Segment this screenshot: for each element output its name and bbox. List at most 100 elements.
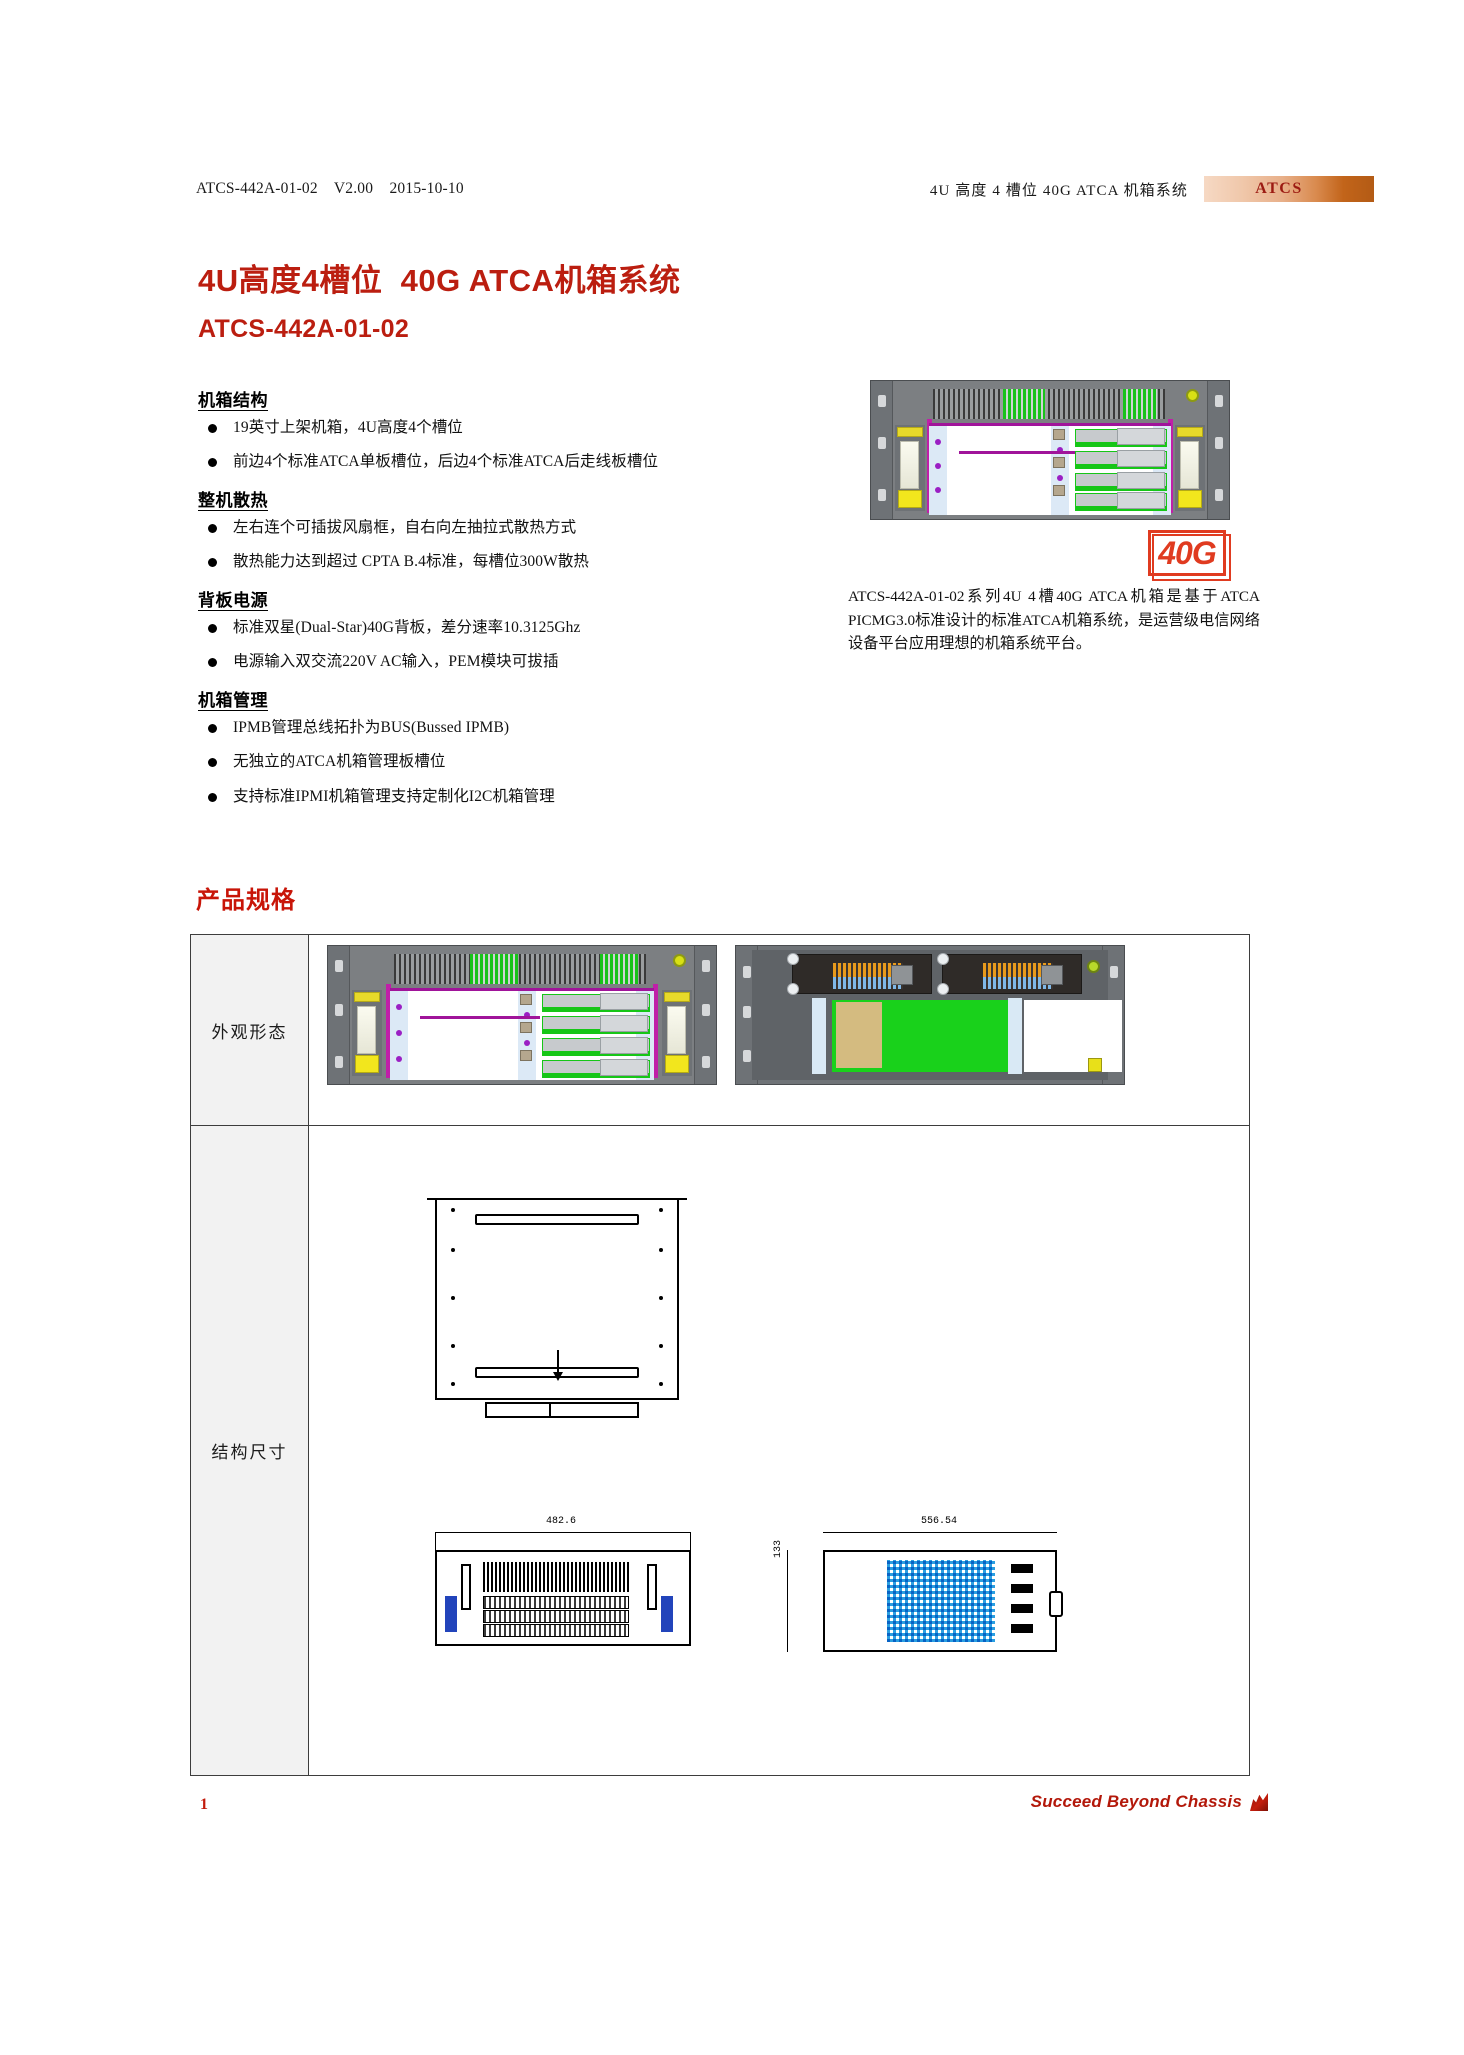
connector-icon <box>1053 485 1065 496</box>
feature-text: 无独立的ATCA机箱管理板槽位 <box>233 753 446 771</box>
brand-tagline: Succeed Beyond Chassis <box>1030 1792 1242 1811</box>
screw-dot-icon <box>659 1248 663 1252</box>
stamp-border-outer <box>1148 530 1226 576</box>
list-item: IPMB管理总线拓扑为BUS(Bussed IPMB) <box>198 717 798 739</box>
rack-ear-right <box>1207 381 1229 519</box>
decal-line <box>420 1016 540 1019</box>
fan-handle-outline <box>647 1564 657 1610</box>
chassis-trim-line <box>390 988 654 991</box>
screw-dot-icon <box>659 1296 663 1300</box>
pem-switch-icon[interactable] <box>891 965 913 985</box>
fan-handle <box>667 1006 686 1054</box>
screw-dot-icon <box>659 1208 663 1212</box>
table-row-label-appearance: 外观形态 <box>191 935 309 1125</box>
connector-icon <box>520 1022 532 1033</box>
warning-label-icon <box>898 490 922 508</box>
table-row-label-dimensions: 结构尺寸 <box>191 1126 309 1775</box>
bolt-icon <box>1011 1564 1033 1573</box>
pem-screw-icon <box>787 983 799 995</box>
header-product-line: 4U 高度 4 槽位 40G ATCA 机箱系统 <box>929 182 1188 199</box>
bolt-icon <box>1011 1624 1033 1633</box>
pem-vent-icon <box>983 977 1053 989</box>
fan-handle <box>1180 441 1199 489</box>
table-row: 结构尺寸 <box>191 1125 1249 1775</box>
board-handle <box>1117 492 1165 509</box>
screw-dot-icon <box>451 1344 455 1348</box>
warning-label-icon <box>355 1055 379 1073</box>
stamp-label: 40G <box>1158 534 1216 571</box>
connector-icon <box>1053 429 1065 440</box>
dimension-tick <box>690 1532 691 1550</box>
guide-dot-icon <box>396 1004 402 1010</box>
drawing-frame <box>435 1198 679 1400</box>
section-heading-specifications: 产品规格 <box>196 887 296 914</box>
bullet-icon <box>208 758 217 768</box>
pem-screw-icon <box>937 983 949 995</box>
rack-ear-right <box>694 946 716 1084</box>
slot-outline <box>483 1624 629 1637</box>
rack-hole-icon <box>1215 437 1223 449</box>
footer-brand-group: Succeed Beyond Chassis <box>1031 1792 1268 1812</box>
dimension-height-label: 133 <box>773 1539 784 1558</box>
chassis-front-photo <box>870 380 1230 520</box>
table-cell-appearance <box>309 935 1249 1125</box>
drawing-frame <box>823 1550 1063 1652</box>
rack-hole-icon <box>335 1004 343 1016</box>
rack-hole-icon <box>743 966 751 978</box>
slot-outline <box>483 1610 629 1623</box>
document-header: ATCS-442A-01-02 V2.00 2015-10-10 4U 高度 4… <box>196 172 1374 206</box>
feature-text: IPMB管理总线拓扑为BUS(Bussed IPMB) <box>233 718 510 736</box>
rack-hole-icon <box>878 395 886 407</box>
list-item: 电源输入双交流220V AC输入，PEM模块可拔插 <box>198 651 798 673</box>
guide-dot-icon <box>396 1030 402 1036</box>
vent-green-segment <box>600 954 638 984</box>
board-handle <box>1117 472 1165 489</box>
table-cell-dimensions: 482.6 <box>309 1126 1249 1775</box>
page-title: 4U高度4槽位 40G ATCA机箱系统 <box>198 263 681 298</box>
rack-hole-icon <box>743 1050 751 1062</box>
forty-g-stamp-icon: 40G <box>1148 530 1231 581</box>
rear-connector-block <box>549 1402 639 1418</box>
bullet-icon <box>208 792 217 802</box>
rack-hole-icon <box>702 1056 710 1068</box>
rtm-guide-mid <box>1008 998 1022 1074</box>
side-mesh-panel <box>887 1560 995 1642</box>
slot-outline <box>483 1596 629 1609</box>
fan-handle <box>900 441 919 489</box>
rack-ear-left <box>871 381 893 519</box>
bullet-icon <box>208 658 217 668</box>
card-guide-left <box>390 988 408 1080</box>
feature-text: 标准双星(Dual-Star)40G背板，差分速率10.3125Ghz <box>233 618 581 636</box>
atcs-badge-label: ATCS <box>1255 180 1303 197</box>
guide-dot-icon <box>935 439 941 445</box>
feature-text: 左右连个可插拔风扇框，自右向左抽拉式散热方式 <box>233 518 577 536</box>
board-handle <box>600 993 648 1010</box>
pem-module-right <box>937 953 1082 995</box>
fan-handle-outline <box>461 1564 471 1610</box>
feature-heading-management: 机箱管理 <box>198 690 268 710</box>
side-tab-icon <box>1049 1591 1063 1618</box>
rack-hole-icon <box>1110 966 1118 978</box>
guide-dot-icon <box>524 1012 530 1018</box>
product-description: ATCS-442A-01-02系列4U 4槽40G ATCA机箱是基于ATCA … <box>848 588 1260 653</box>
bullet-icon <box>208 458 217 468</box>
chassis-divider <box>386 984 391 1078</box>
rack-hole-icon <box>743 1006 751 1018</box>
warning-label-icon <box>665 1055 689 1073</box>
fan-tray-left <box>352 990 382 1076</box>
fan-label <box>897 427 923 437</box>
ground-screw-icon <box>673 954 686 967</box>
dimension-line <box>823 1532 1057 1533</box>
feature-heading-structure: 机箱结构 <box>198 391 268 410</box>
page-subtitle: ATCS-442A-01-02 <box>198 315 410 343</box>
rack-hole-icon <box>878 489 886 501</box>
guide-dot-icon <box>1057 447 1063 453</box>
pem-switch-icon[interactable] <box>1041 965 1063 985</box>
list-item: 无独立的ATCA机箱管理板槽位 <box>198 751 798 773</box>
bullet-icon <box>208 723 217 733</box>
dimension-depth-label: 556.54 <box>920 1516 957 1527</box>
ground-screw-icon <box>1186 389 1199 402</box>
rack-hole-icon <box>878 437 886 449</box>
page-number: 1 <box>200 1796 208 1813</box>
drawing-side-elevation: 556.54 133 <box>773 1516 1079 1666</box>
